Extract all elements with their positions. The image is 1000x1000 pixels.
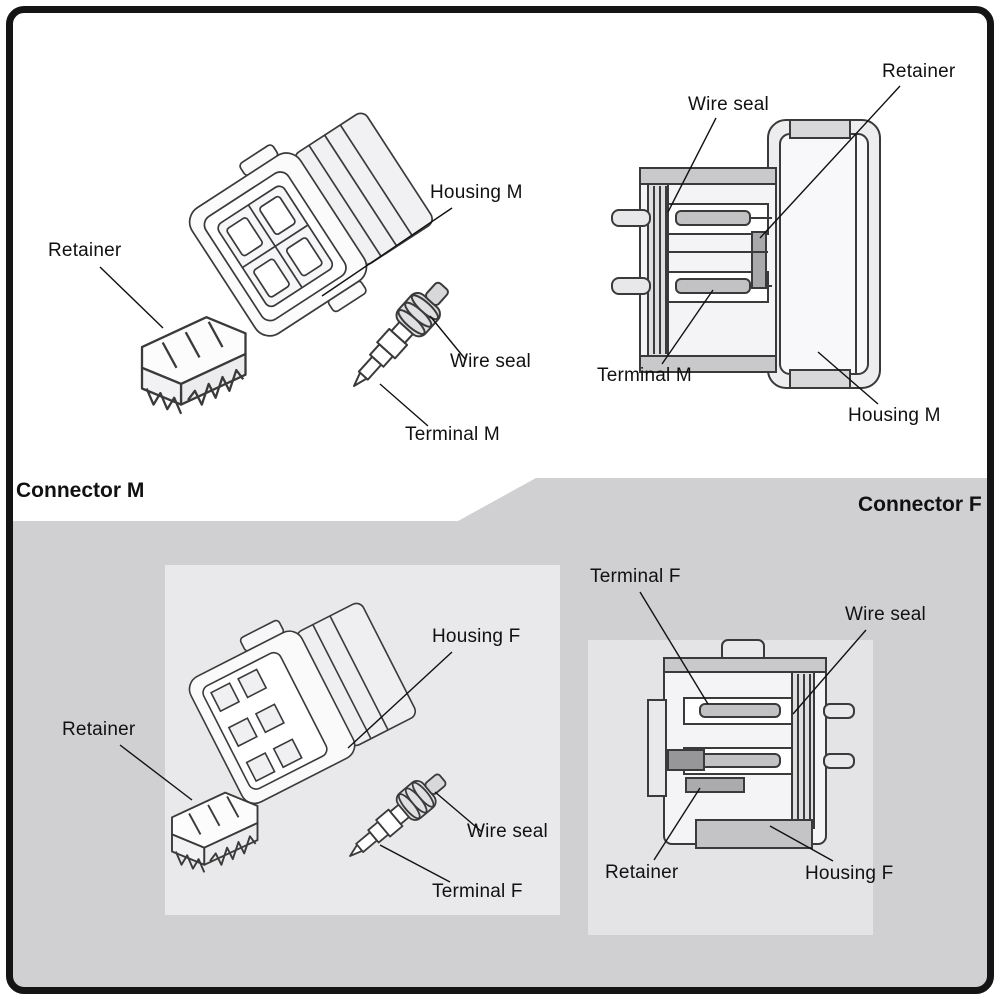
housing-f-drawing [188, 602, 417, 805]
label-f-cross-housing: Housing F [805, 863, 894, 884]
label-m-cross-retainer: Retainer [882, 61, 956, 82]
label-m-exploded-wire-seal: Wire seal [450, 351, 531, 372]
label-f-cross-terminal: Terminal F [590, 566, 681, 587]
housing-m-drawing [188, 112, 433, 337]
label-m-cross-terminal: Terminal M [597, 365, 692, 386]
retainer-m-drawing [140, 316, 247, 415]
section-title-connector-m: Connector M [16, 479, 145, 502]
connector-m-cross-section-drawing [611, 119, 881, 389]
leader-lines [99, 85, 901, 883]
label-f-exploded-terminal: Terminal F [432, 881, 523, 902]
label-f-cross-wire-seal: Wire seal [845, 604, 926, 625]
label-f-exploded-housing: Housing F [432, 626, 521, 647]
label-f-cross-retainer: Retainer [605, 862, 679, 883]
label-f-exploded-wire-seal: Wire seal [467, 821, 548, 842]
label-m-exploded-retainer: Retainer [48, 240, 122, 261]
label-m-exploded-housing: Housing M [430, 182, 523, 203]
label-m-cross-housing: Housing M [848, 405, 941, 426]
label-m-exploded-terminal: Terminal M [405, 424, 500, 445]
label-m-cross-wire-seal: Wire seal [688, 94, 769, 115]
connector-f-cross-section-drawing [647, 639, 855, 849]
label-f-exploded-retainer: Retainer [62, 719, 136, 740]
section-title-connector-f: Connector F [858, 493, 982, 516]
